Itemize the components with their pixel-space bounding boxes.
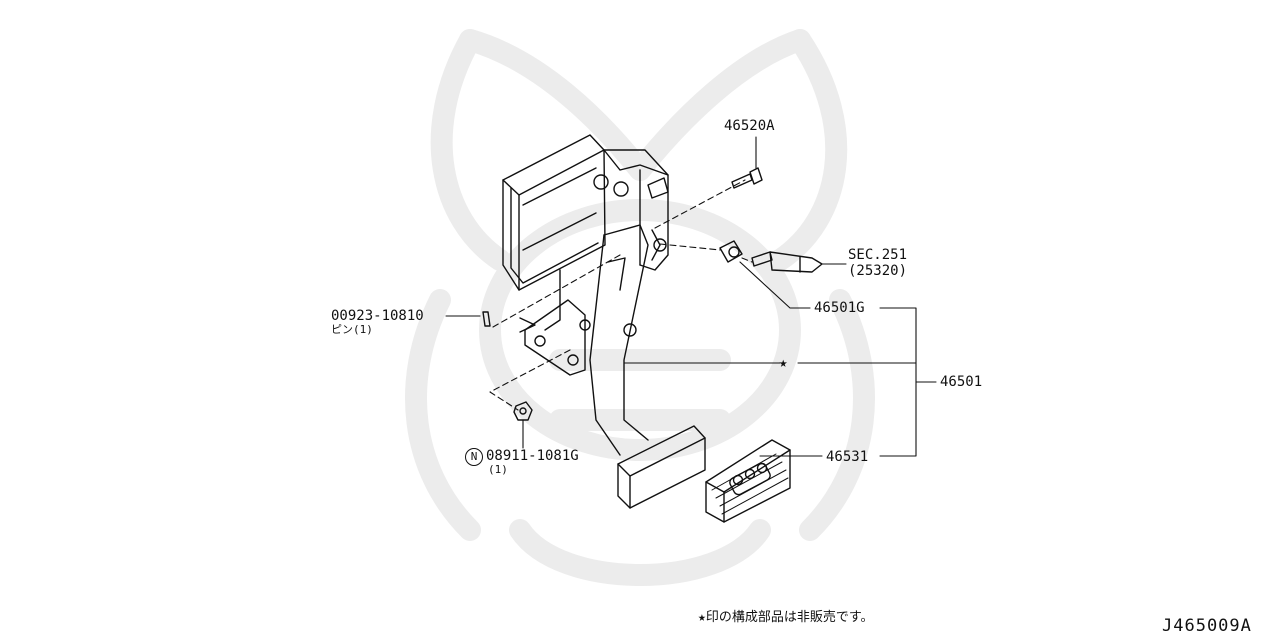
pedal-pad-46531 — [705, 439, 791, 523]
bushing-46501g — [719, 240, 743, 263]
label-pedal-pad-46531: 46531 — [826, 449, 869, 465]
label-nut-part: 08911-1081G — [486, 448, 579, 464]
pedal-pad-mounted — [617, 425, 706, 509]
nut-marker-letter: N — [470, 450, 478, 463]
pedal-bracket — [502, 134, 669, 376]
nut-circle-marker: N — [465, 448, 483, 466]
bolt-46520a — [731, 167, 763, 189]
label-pin-name-qty: ピン(1) — [331, 323, 373, 336]
label-nut-qty: (1) — [488, 463, 508, 476]
assembly-dashed-lines — [489, 179, 753, 411]
label-pin-part: 00923-10810 — [331, 308, 424, 324]
label-bushing-46501g: 46501G — [814, 300, 865, 316]
label-assembly-46501: 46501 — [940, 374, 983, 390]
label-switch-part: (25320) — [848, 263, 908, 279]
footnote-not-sold: ★印の構成部品は非販売です。 — [698, 610, 874, 625]
stop-lamp-switch — [751, 251, 823, 273]
diagram-code: J465009A — [1162, 616, 1252, 636]
leader-lines — [445, 136, 937, 457]
brake-pedal-arm — [579, 224, 649, 456]
star-marker: ★ — [779, 355, 788, 371]
pin-00923 — [482, 311, 491, 327]
label-bolt-46520a: 46520A — [724, 118, 775, 134]
label-switch-section: SEC.251 — [848, 247, 908, 263]
nut-08911 — [513, 401, 533, 421]
